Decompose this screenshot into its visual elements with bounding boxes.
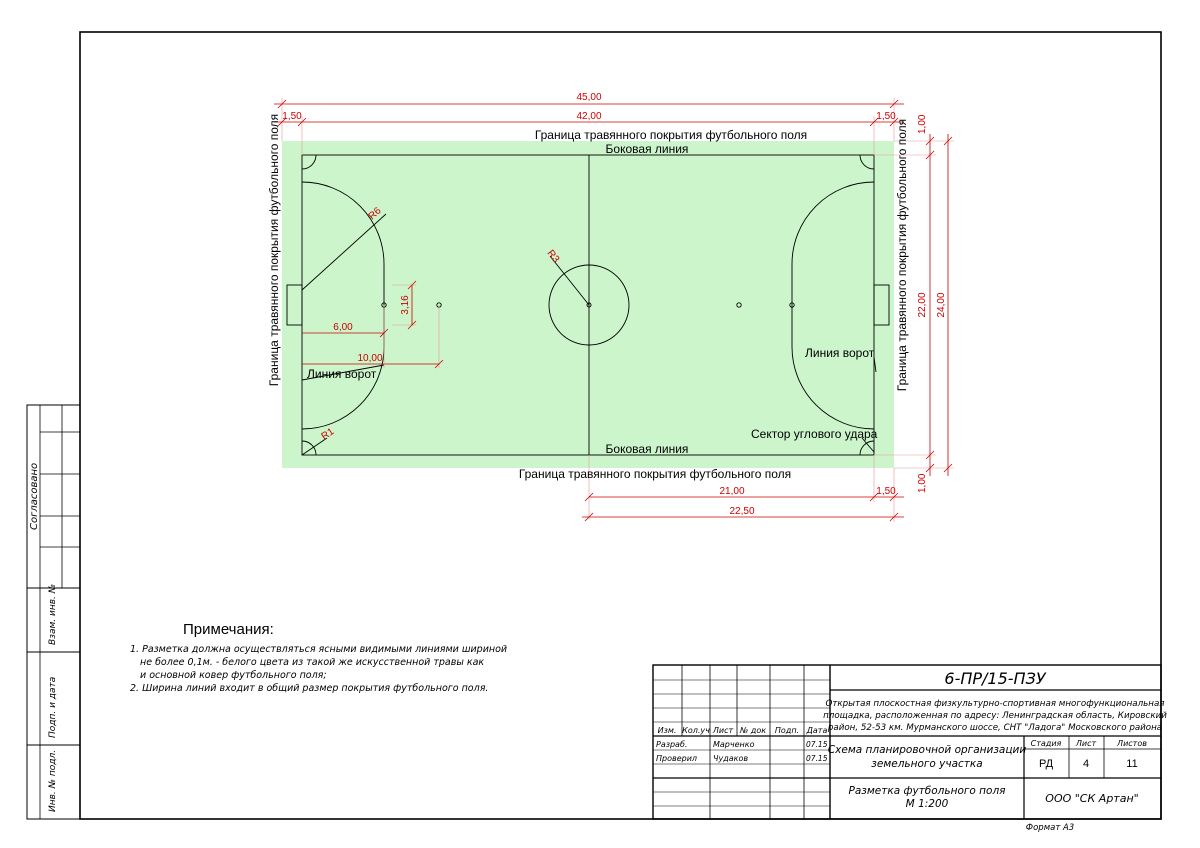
label-border-top: Граница травянного покрытия футбольного … <box>535 128 807 142</box>
scheme-line-1: Схема планировочной организации <box>828 744 1026 756</box>
dim-half-total: 22,50 <box>729 506 754 517</box>
goal-left <box>286 284 303 326</box>
notes: Примечания: 1. Разметка должна осуществл… <box>130 621 507 694</box>
penalty-spot-right <box>789 302 795 308</box>
leader-goal-line-left <box>301 364 385 381</box>
notes-line-1: 1. Разметка должна осуществляться ясными… <box>130 644 507 655</box>
dim-field-width: 22,00 <box>917 292 928 317</box>
radius-leader-r3 <box>549 255 590 306</box>
object-line-3: район, 52-53 км. Мурманского шоссе, СНТ … <box>827 723 1162 733</box>
label-side-line-bottom: Боковая линия <box>606 442 689 456</box>
field-markings <box>286 154 890 456</box>
sheets-header: Листов <box>1116 739 1147 748</box>
sheet-value: 4 <box>1083 758 1089 770</box>
label-goal-line-right: Линия ворот <box>805 346 875 360</box>
corner-arc-tr <box>859 154 875 170</box>
dim-half-length: 21,00 <box>719 486 744 497</box>
name-checker: Чудаков <box>713 754 748 763</box>
object-line-2: площадка, расположенная по адресу: Ленин… <box>823 711 1167 721</box>
notes-line-2: не более 0,1м. - белого цвета из такой ж… <box>140 657 484 668</box>
label-side-line-top: Боковая линия <box>606 142 689 156</box>
notes-line-3: и основной ковер футбольного поля; <box>140 670 327 681</box>
label-goal-line-left: Линия ворот <box>307 367 377 381</box>
object-line-1: Открытая плоскостная физкультурно-спорти… <box>825 699 1164 709</box>
dim-margin-left: 1,50 <box>282 111 302 122</box>
sheet-header: Лист <box>1075 739 1097 748</box>
dim-penalty-distance: 6,00 <box>333 322 353 333</box>
sheets-value: 11 <box>1126 758 1137 770</box>
col-ndoc: № док <box>739 726 766 735</box>
sheet-title-line-2: М 1:200 <box>906 798 949 810</box>
grass-area <box>282 141 894 468</box>
second-spot-right <box>736 302 742 308</box>
leader-goal-line-right <box>873 356 877 373</box>
dim-total-length: 45,00 <box>576 92 601 103</box>
side-stamp: Согласовано Взам. инв. № Подп. и дата Ин… <box>26 404 81 820</box>
col-list: Лист <box>712 726 734 735</box>
label-border-left: Граница травянного покрытия футбольного … <box>267 114 281 386</box>
label-corner-sector: Сектор углового удара <box>751 427 878 441</box>
penalty-area-right <box>791 181 875 430</box>
dim-bottom-margin: 1,00 <box>917 473 928 493</box>
center-spot <box>586 302 592 308</box>
dim-bottom-offset: 1,50 <box>876 486 896 497</box>
col-izm: Изм. <box>658 726 677 735</box>
agreed-label: Согласовано <box>29 463 40 530</box>
role-developer: Разраб. <box>656 740 687 749</box>
dimension-lines <box>274 98 954 522</box>
date-checker: 07.15 <box>806 754 828 763</box>
name-developer: Марченко <box>713 740 755 749</box>
inv-vzam-label: Взам. инв. № <box>48 584 58 645</box>
notes-title: Примечания: <box>183 621 274 638</box>
radius-leader-r1 <box>301 437 328 456</box>
stage-header: Стадия <box>1031 739 1062 748</box>
role-checker: Проверил <box>656 754 697 763</box>
inv-orig-label: Инв. № подл. <box>48 750 58 812</box>
sign-date-label: Подп. и дата <box>48 677 58 738</box>
label-border-bottom: Граница травянного покрытия футбольного … <box>519 467 791 481</box>
notes-line-4: 2. Ширина линий входит в общий размер по… <box>130 683 488 694</box>
label-border-right: Граница травянного покрытия футбольного … <box>895 119 909 391</box>
date-developer: 07.15 <box>806 740 828 749</box>
goal-right <box>873 284 890 326</box>
corner-arc-br <box>859 440 875 456</box>
dim-margin-right: 1,50 <box>876 111 896 122</box>
center-circle <box>548 264 630 346</box>
corner-arc-bl <box>301 440 317 456</box>
sheet-title-line-1: Разметка футбольного поля <box>849 785 1006 797</box>
col-podp: Подп. <box>775 726 799 735</box>
radius-leader-r6 <box>301 213 387 291</box>
title-block: 6-ПР/15-ПЗУ Открытая плоскостная физкуль… <box>652 664 1167 833</box>
corner-arc-tl <box>301 154 317 170</box>
scheme-line-2: земельного участка <box>871 758 982 770</box>
col-data: Дата <box>806 726 828 735</box>
dim-penalty-width: 3,16 <box>400 295 411 315</box>
leader-corner-sector <box>861 437 875 453</box>
company-name: ООО "СК Артан" <box>1045 792 1138 805</box>
col-kolu: Кол.уч <box>682 726 710 735</box>
dim-top-margin: 1,00 <box>917 114 928 134</box>
drawing-code: 6-ПР/15-ПЗУ <box>944 669 1046 688</box>
stage-value: РД <box>1039 758 1054 770</box>
dim-field-length: 42,00 <box>576 111 601 122</box>
dim-second-mark: 10,00 <box>357 353 382 364</box>
format-label: Формат А3 <box>1026 823 1074 833</box>
dim-total-width: 24,00 <box>936 292 947 317</box>
